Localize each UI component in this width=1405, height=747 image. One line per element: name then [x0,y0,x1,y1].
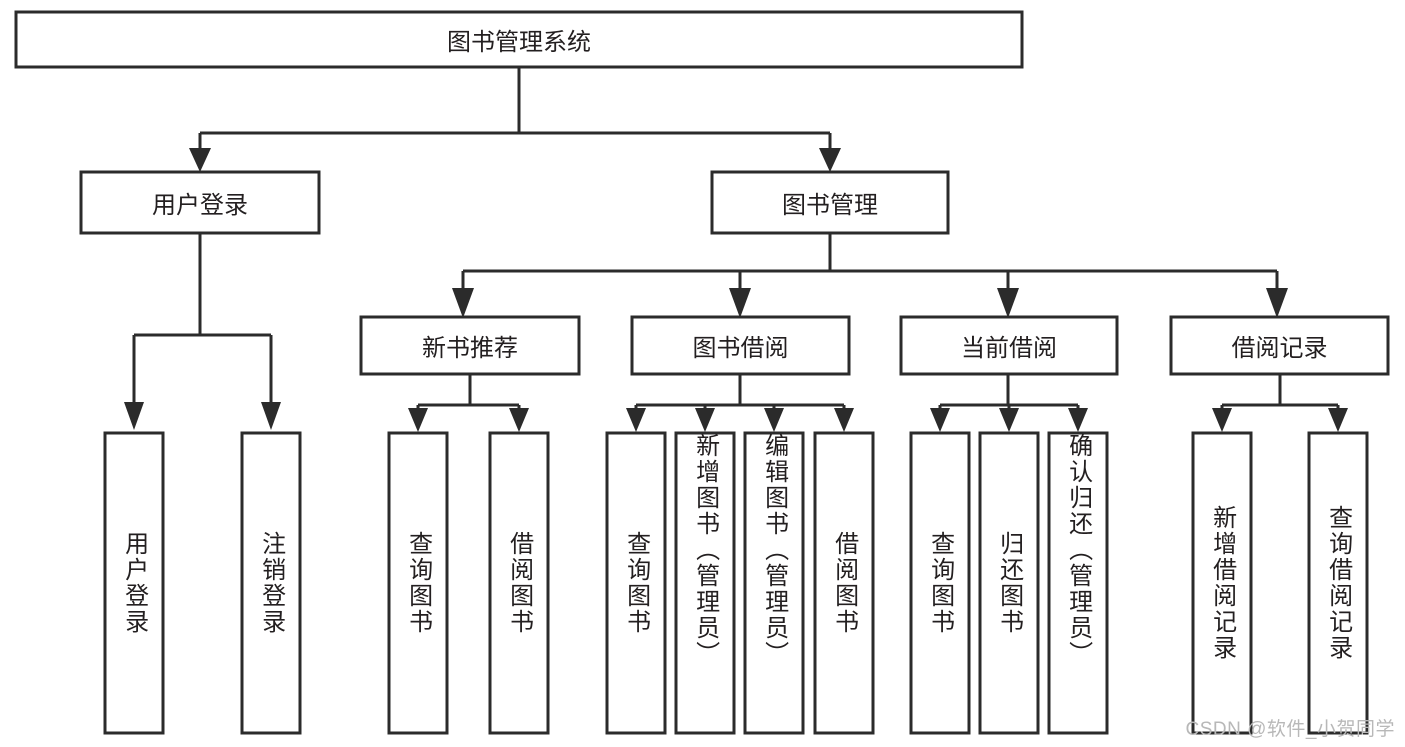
arrow-book-borrow-c4-icon [834,408,854,432]
node-box-leaf-return-book[interactable] [978,431,1040,735]
arrow-borrow-record-c2-icon [1328,408,1348,432]
arrow-to-borrow-record-icon [1266,288,1288,318]
arrow-new-book-rec-c2-icon [509,408,529,432]
arrow-current-borrow-c2-icon [999,408,1019,432]
connector-group-new-book-rec [408,374,529,432]
node-box-leaf-borrow-book-1[interactable] [488,431,550,735]
node-box-leaf-borrow-book-2[interactable] [813,431,875,735]
arrow-root-to-user-login-icon [189,148,211,172]
connector-group-root [189,67,841,172]
node-box-leaf-query-record[interactable] [1307,431,1369,735]
arrow-to-book-borrow-icon [729,288,751,318]
arrow-root-to-book-manage-icon [819,148,841,172]
arrow-to-current-borrow-icon [997,288,1019,318]
node-box-book-manage[interactable] [710,170,950,235]
node-box-book-borrow[interactable] [630,315,851,376]
arrow-current-borrow-c3-icon [1068,408,1088,432]
connector-group-current-borrow [930,374,1088,432]
connector-group-user-login [124,233,281,430]
connector-group-borrow-record [1212,374,1348,432]
node-box-current-borrow[interactable] [899,315,1119,376]
node-box-leaf-confirm-return[interactable] [1047,431,1109,735]
connector-group-book-borrow [626,374,854,432]
node-box-leaf-query-book-3[interactable] [909,431,971,735]
connector-group-book-manage [452,233,1288,318]
node-box-leaf-user-login[interactable] [103,431,165,735]
node-box-user-login[interactable] [79,170,321,235]
node-box-leaf-query-book-1[interactable] [387,431,449,735]
arrow-user-login-left-icon [124,402,144,430]
node-box-leaf-query-book-2[interactable] [605,431,667,735]
csdn-watermark: CSDN @软件_小贺同学 [1185,719,1395,740]
node-box-root[interactable] [14,10,1024,69]
arrow-current-borrow-c1-icon [930,408,950,432]
node-box-new-book-rec[interactable] [359,315,581,376]
node-box-leaf-add-record[interactable] [1191,431,1253,735]
arrow-borrow-record-c1-icon [1212,408,1232,432]
arrow-book-borrow-c2-icon [695,408,715,432]
node-box-leaf-edit-book[interactable] [743,431,805,735]
node-box-leaf-add-book[interactable] [674,431,736,735]
node-box-borrow-record[interactable] [1169,315,1390,376]
arrow-book-borrow-c1-icon [626,408,646,432]
arrow-to-new-book-rec-icon [452,288,474,318]
node-box-leaf-user-logout[interactable] [240,431,302,735]
arrow-book-borrow-c3-icon [764,408,784,432]
arrow-new-book-rec-c1-icon [408,408,428,432]
arrow-user-login-right-icon [261,402,281,430]
